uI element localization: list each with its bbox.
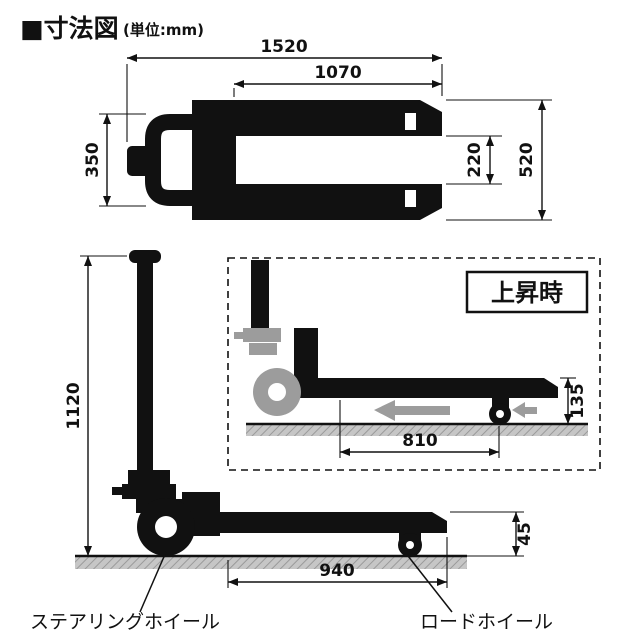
inset-border <box>227 257 601 471</box>
ground <box>75 556 467 569</box>
tiller-arms <box>145 114 196 206</box>
steering-wheel-label: ステアリングホイール <box>30 611 220 633</box>
pump-part <box>249 343 277 355</box>
dimension-value: 220 <box>465 142 485 178</box>
dim-overall-length: 1520 <box>126 37 443 142</box>
raised-state-inset: 上昇時 135 810 <box>227 257 601 471</box>
raised-silhouette <box>234 260 558 425</box>
load-wheel-label: ロードホイール <box>420 611 553 633</box>
side-view-silhouette <box>112 250 447 557</box>
dimension-value: 810 <box>402 431 438 451</box>
dim-handle-height: 1120 <box>64 255 127 556</box>
dim-fork-length: 1070 <box>233 63 442 97</box>
dim-fork-inner-spacing: 220 <box>446 135 502 185</box>
callouts: ステアリングホイール ロードホイール <box>30 551 553 633</box>
release-lever <box>112 487 126 495</box>
dimension-value: 1070 <box>314 63 361 83</box>
lift-motion-arrow-icon <box>374 400 450 421</box>
dimension-value: 1520 <box>260 37 307 57</box>
side-view: 1120 45 940 <box>64 250 535 588</box>
dim-overall-width: 520 <box>446 99 552 221</box>
dimension-value: 520 <box>517 142 537 178</box>
inset-ground <box>246 424 588 436</box>
release-lever <box>234 332 245 339</box>
dim-handle-width: 350 <box>83 113 146 207</box>
load-wheel-hub <box>406 541 414 549</box>
steering-wheel-hub <box>268 383 286 401</box>
carriage-body <box>192 100 236 220</box>
page-title: ■寸法図 <box>20 14 119 43</box>
fork-bottom <box>234 184 442 220</box>
top-view-silhouette <box>127 100 442 220</box>
dim-fork-reach: 940 <box>227 537 448 588</box>
pump-part <box>243 328 281 342</box>
dimension-value: 45 <box>515 522 535 546</box>
steering-wheel-hub <box>155 516 177 538</box>
unit-label: (単位:mm) <box>123 21 204 39</box>
inset-label-box <box>465 270 589 314</box>
wheel-motion-arrow-icon <box>512 402 537 418</box>
steering-wheel-leader-line <box>139 551 167 613</box>
load-wheel-hub <box>496 410 504 418</box>
dim-raised-span: 810 <box>339 400 500 458</box>
fork-notch <box>405 190 416 207</box>
dimension-value: 135 <box>568 383 588 419</box>
fork-raised <box>312 378 558 398</box>
dimension-value: 940 <box>319 561 355 581</box>
inset-label: 上昇時 <box>491 279 563 307</box>
fork-side <box>214 512 447 533</box>
top-view: 1520 1070 350 220 520 <box>83 37 552 221</box>
dim-raised-fork-height: 135 <box>560 377 588 424</box>
pump-part <box>128 470 170 484</box>
dim-lowered-fork-height: 45 <box>450 511 535 557</box>
dimension-value: 350 <box>83 142 103 178</box>
load-wheel-leader-line <box>407 555 453 613</box>
pump-part <box>122 484 176 499</box>
fork-top <box>234 100 442 136</box>
handle-shaft <box>137 254 153 472</box>
dimension-value: 1120 <box>64 382 84 429</box>
fork-notch <box>405 113 416 130</box>
handle-shaft <box>251 260 269 332</box>
